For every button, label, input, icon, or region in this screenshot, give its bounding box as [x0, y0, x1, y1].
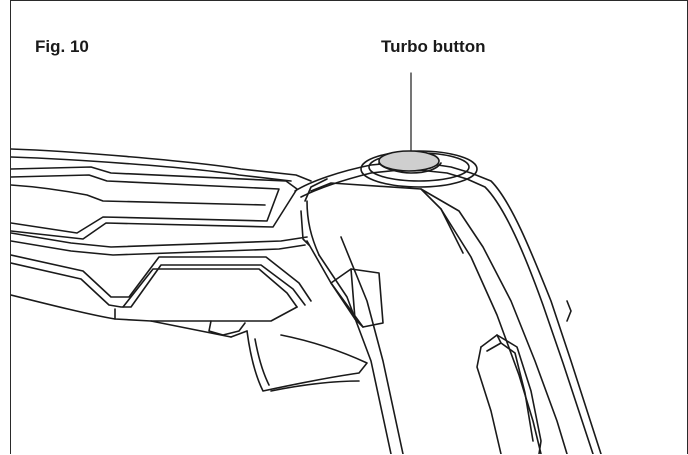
motor-housing: [294, 160, 602, 454]
handle-body: [11, 148, 368, 392]
turbo-button: [360, 150, 478, 188]
figure-label: Fig. 10: [35, 37, 89, 56]
figure-frame: Fig. 10 Turbo button: [10, 0, 688, 454]
device-illustration: [11, 72, 602, 454]
turbo-button-callout-label: Turbo button: [381, 37, 486, 56]
